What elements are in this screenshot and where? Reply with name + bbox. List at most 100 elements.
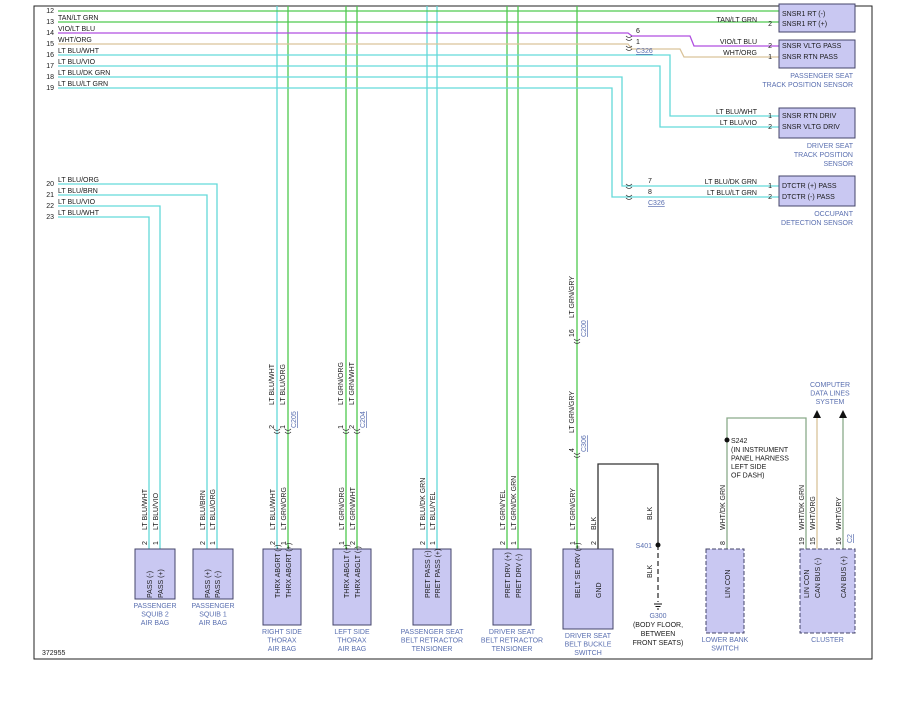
pin-number: 2	[591, 541, 598, 545]
component-title: DRIVER SEAT	[807, 143, 854, 150]
component-title: PASSENGER	[133, 603, 176, 610]
pin-name: THRX ABGRT (-)	[275, 545, 282, 598]
wire-label: LT BLU/DK GRN	[420, 478, 427, 530]
component-title: SQUIB 1	[199, 612, 227, 619]
component-title: DRIVER SEAT	[565, 633, 612, 640]
pin-number: 2	[500, 541, 507, 545]
wire-label: LT BLU/ORG	[210, 489, 217, 530]
wire-16	[58, 54, 779, 117]
wire-label: LT BLU/LT GRN	[58, 81, 108, 88]
pin-number: 1	[768, 54, 772, 61]
inline-label: C200	[581, 320, 588, 337]
wire-label: LT BLU/WHT	[142, 488, 149, 530]
pin-name: PRET PASS (-)	[425, 550, 432, 598]
wire-label: LT BLU/VIO	[58, 199, 96, 206]
pin-name: DTCTR (-) PASS	[782, 194, 835, 201]
wire-label: WHT/DK GRN	[720, 485, 727, 530]
component-title: BELT RETRACTOR	[481, 638, 543, 645]
component-title: TENSIONER	[412, 646, 453, 653]
wire-label: LT BLU/ORG	[58, 177, 99, 184]
wire-number: 13	[46, 19, 54, 26]
c326-pin: 1	[636, 39, 640, 46]
pin-name: THRX ABGLT (+)	[344, 544, 351, 598]
wire-14	[58, 32, 779, 47]
wire-label: BLK	[647, 506, 654, 520]
inline-pin: 1	[338, 425, 345, 429]
inline-break	[353, 428, 361, 434]
inline-pin: 2	[349, 425, 356, 429]
pin-name: LIN CON	[725, 570, 732, 598]
arrow-up-icon	[839, 410, 847, 418]
inline-pin: 2	[269, 425, 276, 429]
pin-name: DTCTR (+) PASS	[782, 183, 837, 190]
component-title: AIR BAG	[141, 620, 169, 627]
components-layer	[134, 3, 856, 634]
splice-desc: LEFT SIDE	[731, 464, 767, 471]
component-title: DETECTION SENSOR	[781, 220, 853, 227]
wire-label: BLK	[647, 564, 654, 578]
pin-name: PASS (+)	[205, 569, 212, 598]
wire-label: LT GRN/ORG	[281, 487, 288, 530]
pin-name: PRET DRV (-)	[516, 554, 523, 598]
splice-label: S242	[731, 438, 747, 445]
component-title: SWITCH	[574, 650, 602, 657]
splice-desc: (IN INSTRUMENT	[731, 447, 789, 454]
airbag-connector	[562, 548, 614, 630]
wire-number: 16	[46, 52, 54, 59]
ground-desc: (BODY FLOOR,	[633, 622, 683, 629]
pin-name: THRX ABGRT (+)	[286, 543, 293, 598]
component-title: RIGHT SIDE	[262, 629, 302, 636]
wire-label: LT BLU/WHT	[58, 48, 100, 55]
wire-label: LT GRN/ORG	[339, 487, 346, 530]
sensor-connector	[778, 107, 856, 139]
component-title: LOWER BANK	[702, 637, 749, 644]
pin-name: CAN BUS (-)	[815, 558, 822, 598]
pin-name: SNSR VLTG PASS	[782, 43, 842, 50]
pin-name: PRET DRV (+)	[505, 552, 512, 598]
wire-number: 12	[46, 8, 54, 15]
pin-name: CAN BUS (+)	[841, 556, 848, 598]
figure-id: 372955	[42, 650, 65, 657]
inline-label: C204	[360, 411, 367, 428]
wire-18	[58, 76, 779, 187]
wire-number: 23	[46, 214, 54, 221]
wire-label: LT GRN/DK GRN	[511, 476, 518, 530]
wire-label: LT BLU/BRN	[200, 490, 207, 530]
inline-break	[342, 428, 350, 434]
ground-icon	[654, 603, 662, 610]
wire-label: LT BLU/DK GRN	[58, 70, 110, 77]
component-title: OCCUPANT	[814, 211, 853, 218]
wire-label: LT GRN/ORG	[338, 362, 345, 405]
splice-desc: PANEL HARNESS	[731, 456, 789, 463]
pin-number: 15	[810, 537, 817, 545]
splice-dot	[655, 542, 661, 548]
component-title: TENSIONER	[492, 646, 533, 653]
component-title: TRACK POSITION SENSOR	[762, 82, 853, 89]
component-title: THORAX	[337, 638, 367, 645]
pin-number: 2	[350, 541, 357, 545]
pin-number: 1	[768, 183, 772, 190]
pin-number: 2	[768, 21, 772, 28]
c326-pin: 8	[648, 189, 652, 196]
c326-break	[625, 183, 633, 189]
wire-label: LT BLU/VIO	[720, 120, 758, 127]
component-title: PASSENGER SEAT	[401, 629, 464, 636]
component-title: THORAX	[267, 638, 297, 645]
lin-wire	[726, 417, 807, 549]
pin-number: 1	[210, 541, 217, 545]
pin-number: 8	[720, 541, 727, 545]
airbag-connector	[799, 548, 856, 634]
pin-number: 2	[200, 541, 207, 545]
wire-label: LT BLU/DK GRN	[705, 179, 757, 186]
pin-number: 1	[430, 541, 437, 545]
c326-break	[625, 194, 633, 200]
wire-label: LT GRN/GRY	[569, 276, 576, 318]
component-title: SQUIB 2	[141, 612, 169, 619]
wire-label: WHT/GRY	[836, 497, 843, 530]
wire-label: LT BLU/LT GRN	[707, 190, 757, 197]
pin-number: 1	[281, 541, 288, 545]
airbag-connector	[412, 548, 452, 626]
wire-number: 18	[46, 74, 54, 81]
wire-number: 14	[46, 30, 54, 37]
wire-22	[58, 205, 161, 549]
